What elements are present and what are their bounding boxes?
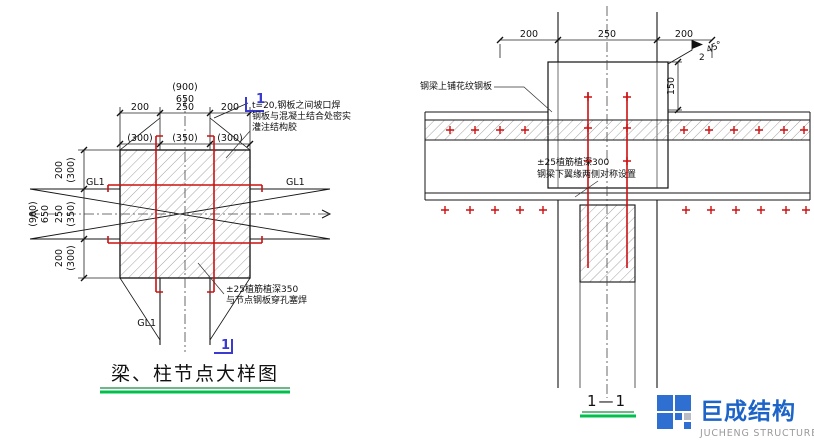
section-marker-bottom: 1 — [221, 338, 230, 353]
plan-dim-ticks — [80, 109, 254, 282]
section-column-top — [557, 12, 658, 62]
section-slab-hatch — [425, 120, 810, 140]
dim-left-paren-3: (300) — [66, 245, 77, 271]
section-corbel-lines — [579, 282, 636, 388]
dim-top-total-paren: (900) — [172, 82, 198, 93]
section-dim-150-ticks — [674, 58, 682, 114]
sec-dim-seg-3: 200 — [675, 29, 693, 40]
plan-centerlines — [30, 98, 330, 352]
drawing-title: 梁、柱节点大样图 — [111, 363, 279, 385]
plate-note-leader — [494, 86, 553, 113]
section-slab-lines — [425, 111, 810, 141]
beam-label-bottom: GL1 — [137, 318, 156, 329]
plan-note-weld-2: 钢板与混凝土结合处密实 — [252, 110, 351, 122]
sec-note-plate: 钢梁上铺花纹钢板 — [420, 80, 492, 92]
dim-left-total: 650 — [40, 205, 51, 223]
sec-dim-seg-1: 200 — [520, 29, 538, 40]
plan-note-leaders — [197, 130, 251, 295]
dim-top-total: 650 — [176, 94, 194, 105]
plan-view: 1 1 (900) 650 200 250 200 (300) (350) (3… — [28, 82, 351, 394]
dim-top-seg-1: 200 — [131, 102, 149, 113]
section-column-bottom — [557, 200, 658, 388]
sec-note-rebar-2: 钢梁下翼缘两侧对称设置 — [537, 168, 636, 180]
logo-name-en: JUCHENG STRUCTURE — [699, 428, 814, 439]
plan-note-rebar-2: 与节点钢板穿孔塞焊 — [226, 294, 307, 306]
beam-label-left: GL1 — [86, 177, 105, 188]
plan-cut-diagonals — [119, 102, 251, 341]
section-dim-150-lines — [668, 61, 682, 111]
beam-label-right: GL1 — [286, 177, 305, 188]
sec-dim-150: 150 — [666, 77, 677, 95]
section-rebar-red — [587, 92, 628, 268]
plan-beam-edges — [30, 188, 330, 345]
dim-left-seg-2: 250 — [54, 205, 65, 223]
section-dim-ticks-top — [496, 36, 716, 44]
dim-left-total-paren: (900) — [28, 201, 39, 227]
plan-note-weld-3: 灌注结构胶 — [252, 121, 297, 133]
dim-left-paren-2: (350) — [66, 201, 77, 227]
rebar-note-leader — [574, 180, 599, 198]
rebar-marks-flange — [441, 206, 810, 214]
dim-left-paren-1: (300) — [66, 157, 77, 183]
dim-top-paren-1: (300) — [127, 133, 153, 144]
section-beam-bottom — [424, 112, 811, 201]
weld-flag-icon — [692, 40, 703, 49]
dim-left-seg-1: 200 — [54, 161, 65, 179]
rebar-marks-node — [584, 93, 631, 165]
plan-dim-lines — [78, 107, 251, 279]
section-marker-top: 1 — [256, 92, 265, 107]
plan-note-rebar-1: ±25植筋植深350 — [226, 283, 298, 295]
weld-count: 2 — [699, 53, 705, 63]
logo-mark-icon — [657, 395, 691, 429]
dim-top-paren-3: (300) — [217, 133, 243, 144]
plan-note-weld-1: t=20,钢板之间坡口焊 — [252, 99, 340, 111]
plan-centerline-arrows — [28, 209, 332, 219]
section-corbel-hatch — [579, 204, 636, 283]
section-dim-line-top — [499, 39, 713, 58]
section-view: 200 250 200 150 2 45° 钢梁上铺花纹钢板 ±25植筋植深30… — [420, 6, 811, 418]
sec-note-rebar-1: ±25植筋植深300 — [537, 156, 609, 168]
dim-left-seg-3: 200 — [54, 249, 65, 267]
section-label: 1—1 — [587, 392, 627, 410]
weld-angle: 45° — [705, 40, 724, 56]
rebar-marks-slab — [446, 126, 808, 134]
company-logo: 巨成结构 JUCHENG STRUCTURE — [657, 395, 814, 439]
section-cut-symbol — [214, 97, 264, 354]
logo-name-cn: 巨成结构 — [700, 398, 796, 425]
sec-dim-seg-2: 250 — [598, 29, 616, 40]
dim-top-seg-3: 200 — [221, 102, 239, 113]
dim-top-seg-2: 250 — [176, 102, 194, 113]
plan-rebar-red — [107, 135, 263, 293]
dim-top-paren-2: (350) — [172, 133, 198, 144]
